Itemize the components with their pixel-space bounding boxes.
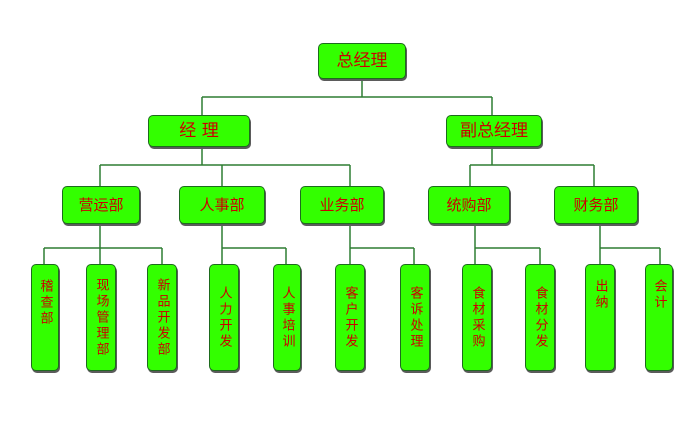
node-manager: 经 理	[148, 115, 250, 147]
node-site-management-dept: 现场管理部	[86, 264, 116, 371]
node-cashier: 出纳	[585, 264, 615, 371]
node-business-dept: 业务部	[300, 186, 384, 224]
node-purchasing-dept: 统购部	[428, 186, 510, 224]
node-accounting: 会计	[645, 264, 673, 371]
node-deputy-general-manager: 副总经理	[446, 115, 542, 147]
node-complaint-handling: 客诉处理	[400, 264, 430, 371]
node-hr-dept: 人事部	[179, 186, 265, 224]
node-ingredient-purchasing: 食材采购	[462, 264, 492, 371]
node-general-manager: 总经理	[318, 43, 406, 79]
node-audit-dept: 稽查部	[31, 264, 59, 371]
node-finance-dept: 财务部	[554, 186, 638, 224]
node-hr-training: 人事培训	[273, 264, 301, 371]
node-new-product-dev-dept: 新品开发部	[147, 264, 177, 371]
node-hr-development: 人力开发	[209, 264, 239, 371]
node-client-development: 客户开发	[335, 264, 365, 371]
node-ingredient-distribution: 食材分发	[525, 264, 555, 371]
node-operations-dept: 营运部	[62, 186, 140, 224]
